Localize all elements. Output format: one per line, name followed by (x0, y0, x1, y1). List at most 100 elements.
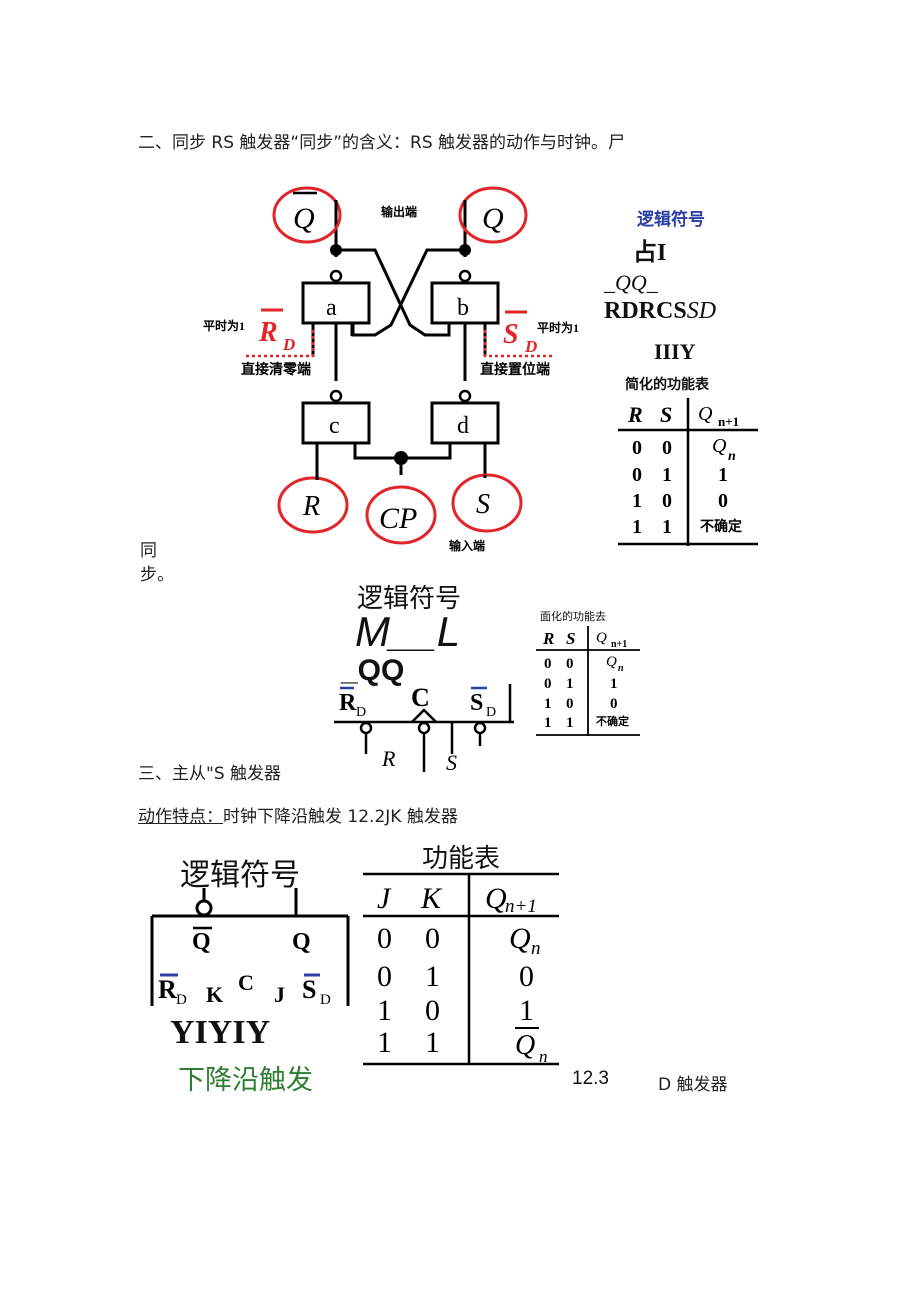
diagram-label: Q (485, 882, 507, 915)
diagram-label: n+1 (611, 639, 627, 650)
diagram-label: 0 (377, 960, 392, 993)
logic-symbol-title-1: 逻辑符号 (637, 210, 705, 230)
diagram-label: n (531, 938, 541, 959)
logic-symbol-title-3: 逻辑符号 (180, 858, 300, 893)
diagram-label: 0 (544, 656, 552, 672)
jk-j: J (274, 982, 285, 1006)
diagram-label: J (377, 882, 392, 915)
output-terminal-label: 输出端 (381, 204, 417, 219)
diagram-label: S (566, 629, 575, 648)
diagram-label: 0 (566, 696, 574, 712)
diagram-label: 不确定 (596, 714, 629, 728)
rs-logic-symbol-box: R D C S D R S (334, 684, 514, 775)
direct-clear-label: 直接清零端 (241, 361, 311, 378)
rs-header-sub: n+1 (718, 414, 739, 429)
diagram-label: 不确定 (700, 518, 742, 535)
diagram-label: 0 (544, 676, 552, 692)
gate-b-label: b (457, 295, 469, 321)
action-feature-line: 动作特点：时钟下降沿触发 12.2JK 触发器 (138, 802, 458, 827)
diagram-label: 1 (632, 516, 642, 538)
diagram-label: 1 (632, 490, 642, 512)
input-terminal-label: 输入端 (449, 538, 485, 553)
diagram-label: 1 (662, 516, 672, 538)
diagram-label: 0 (519, 960, 534, 993)
diagram-label: Q (515, 1030, 535, 1061)
mid-s-input: S (446, 750, 457, 775)
direct-set-label: 直接置位端 (480, 361, 550, 378)
jk-q-bar: Q (192, 929, 211, 955)
diagram-label: 1 (544, 696, 552, 712)
diagram-label: Q (509, 922, 531, 955)
section-2-heading: 二、同步 RS 触发器“同步”的含义：RS 触发器的动作与时钟。尸 (138, 133, 626, 153)
logic-line-3: RDRCSSD (604, 298, 716, 325)
diagram-label: 0 (632, 464, 642, 486)
diagram-label: 0 (662, 490, 672, 512)
diagram-label: 0 (425, 922, 440, 955)
diagram-label: R (542, 629, 554, 648)
logic-line-2: _QQ_ (604, 270, 658, 295)
diagram-label: n+1 (505, 896, 537, 917)
logic-line-1: 占I (633, 240, 667, 266)
rs-header-q: Q (698, 403, 713, 425)
normal-state-label-right: 平时为1 (537, 320, 579, 335)
diagram-label: 1 (566, 676, 574, 692)
middle-table-title: 面化的功能去 (540, 610, 606, 623)
jk-yiyiy: YIYIY (170, 1014, 271, 1051)
s-input-circle (451, 473, 523, 533)
diagram-label: 1 (718, 464, 728, 486)
diagram-label: D (356, 705, 366, 720)
s-input-label: S (476, 489, 490, 520)
diagram-label: D (320, 992, 331, 1006)
rd-subscript: D (282, 335, 295, 354)
jk-rd: R (158, 975, 177, 1004)
diagram-label: 0 (610, 696, 618, 712)
sd-label: S (503, 319, 519, 350)
middle-line-2: _QQ (341, 654, 405, 687)
diagram-label: 0 (566, 656, 574, 672)
diagram-label: Q (712, 435, 727, 457)
jk-truth-table: J K Q n+1 0 0 Q n 0 1 0 1 0 1 1 1 Q n (363, 872, 559, 1066)
diagram-label: 1 (519, 994, 534, 1027)
mid-c-label: C (411, 684, 430, 712)
diagram-label: 0 (662, 437, 672, 459)
section-3-heading: 三、主从"S 触发器 (138, 764, 282, 784)
diagram-label: 1 (377, 994, 392, 1027)
logic-symbol-title-2: 逻辑符号 (357, 584, 462, 614)
jk-c: C (238, 970, 254, 995)
jk-q: Q (292, 929, 311, 955)
diagram-label: n (539, 1047, 548, 1066)
diagram-label: 1 (377, 1026, 392, 1059)
diagram-label: 0 (377, 922, 392, 955)
diagram-label: D (486, 705, 496, 720)
q-bar-label: Q (293, 202, 315, 235)
d-flipflop-title: D 触发器 (658, 1075, 728, 1095)
normal-state-label-left: 平时为1 (203, 318, 245, 333)
diagram-label: 0 (425, 994, 440, 1027)
sync-rs-circuit-diagram: Q Q 输出端 a b c d 平时为1 平时为1 R D S D 直接清零端 … (203, 186, 579, 553)
falling-edge-trigger-label: 下降沿触发 (178, 1065, 313, 1096)
diagram-label: 1 (566, 715, 574, 731)
q-bar-output-circle (272, 186, 342, 244)
diagram-label: 1 (662, 464, 672, 486)
jk-logic-symbol-box: Q Q R D K C J S D (150, 888, 350, 1006)
diagram-label: Q (596, 630, 607, 646)
jk-k: K (206, 982, 223, 1006)
middle-line-1: M__L (355, 608, 461, 655)
mid-r-input: R (381, 746, 396, 771)
cp-input-circle (365, 485, 437, 545)
r-input-circle (277, 476, 349, 534)
d-flipflop-number: 12.3 (572, 1068, 609, 1089)
cp-input-label: CP (379, 502, 417, 535)
q-label: Q (482, 202, 504, 235)
gate-a-label: a (326, 295, 337, 321)
diagram-label: 0 (718, 490, 728, 512)
q-output-circle (458, 186, 528, 244)
diagram-label: Q (606, 654, 617, 670)
diagram-label: D (176, 992, 187, 1006)
action-feature-label: 动作特点： (138, 807, 223, 827)
rs-truth-table: R S Q n+1 0 0 Q n 0 1 1 1 0 0 1 1 不确定 (618, 398, 758, 546)
diagram-label: K (420, 882, 443, 915)
logic-line-4: IIIY (654, 339, 696, 364)
diagram-label: n (728, 449, 736, 464)
action-feature-text: 时钟下降沿触发 12.2JK 触发器 (223, 807, 458, 827)
